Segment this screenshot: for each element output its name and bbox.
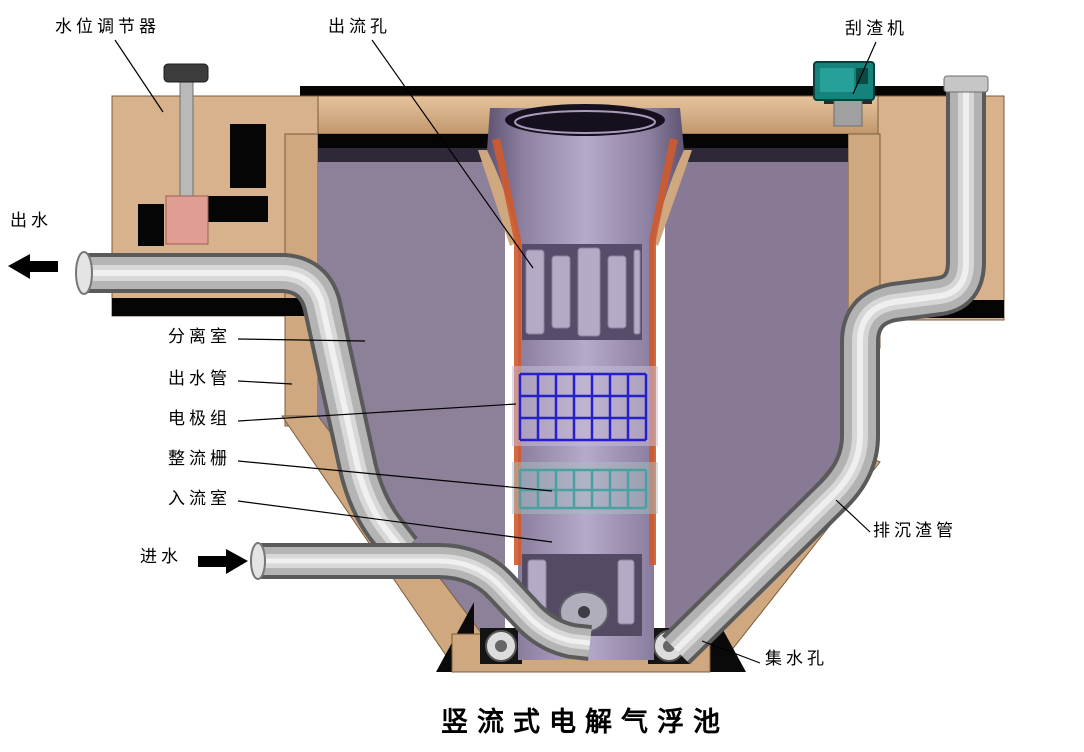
central-column xyxy=(478,104,692,660)
label-outflow-hole: 出流孔 xyxy=(328,17,391,36)
upper-plates xyxy=(522,244,642,340)
regulator-handle xyxy=(163,63,209,83)
electrode-grid xyxy=(512,366,658,446)
label-separation-chamber: 分离室 xyxy=(168,327,231,346)
label-sludge-pipe: 排沉渣管 xyxy=(873,521,957,540)
column-edge-left xyxy=(492,138,521,565)
water-surface-right xyxy=(663,148,848,162)
label-collection-hole: 集水孔 xyxy=(765,649,828,668)
regulator-float-box xyxy=(165,195,209,245)
label-outlet: 出水 xyxy=(10,211,52,230)
opening-rim xyxy=(514,110,656,134)
label-outlet-pipe: 出水管 xyxy=(168,369,231,388)
inlet-flow-arrow xyxy=(198,549,248,574)
label-inlet: 进水 xyxy=(140,547,182,566)
water-level-regulator xyxy=(163,63,209,245)
label-scraper: 刮渣机 xyxy=(845,19,908,38)
label-electrode-group: 电极组 xyxy=(168,409,231,428)
inlet-pipe-graphic xyxy=(250,542,592,661)
label-inflow-chamber: 入流室 xyxy=(168,489,231,508)
outlet-flow-arrow xyxy=(8,254,58,279)
regulator-rod xyxy=(179,79,194,199)
column-edge-right xyxy=(649,138,678,565)
separation-chamber-right xyxy=(665,150,848,652)
water-surface-left xyxy=(318,148,505,162)
outlet-pipe-graphic xyxy=(75,251,418,563)
leader-lines xyxy=(114,39,877,664)
label-rectifier-grid: 整流栅 xyxy=(168,449,231,468)
label-water-level-regulator: 水位调节器 xyxy=(55,17,160,36)
column-top-opening xyxy=(505,104,665,136)
separation-chamber-left xyxy=(318,150,505,658)
diagram-title: 竖流式电解气浮池 xyxy=(441,707,729,737)
sludge-pipe-graphic xyxy=(661,75,989,665)
scraper-machine xyxy=(813,61,875,127)
rectifier-grid-graphic xyxy=(512,462,658,514)
